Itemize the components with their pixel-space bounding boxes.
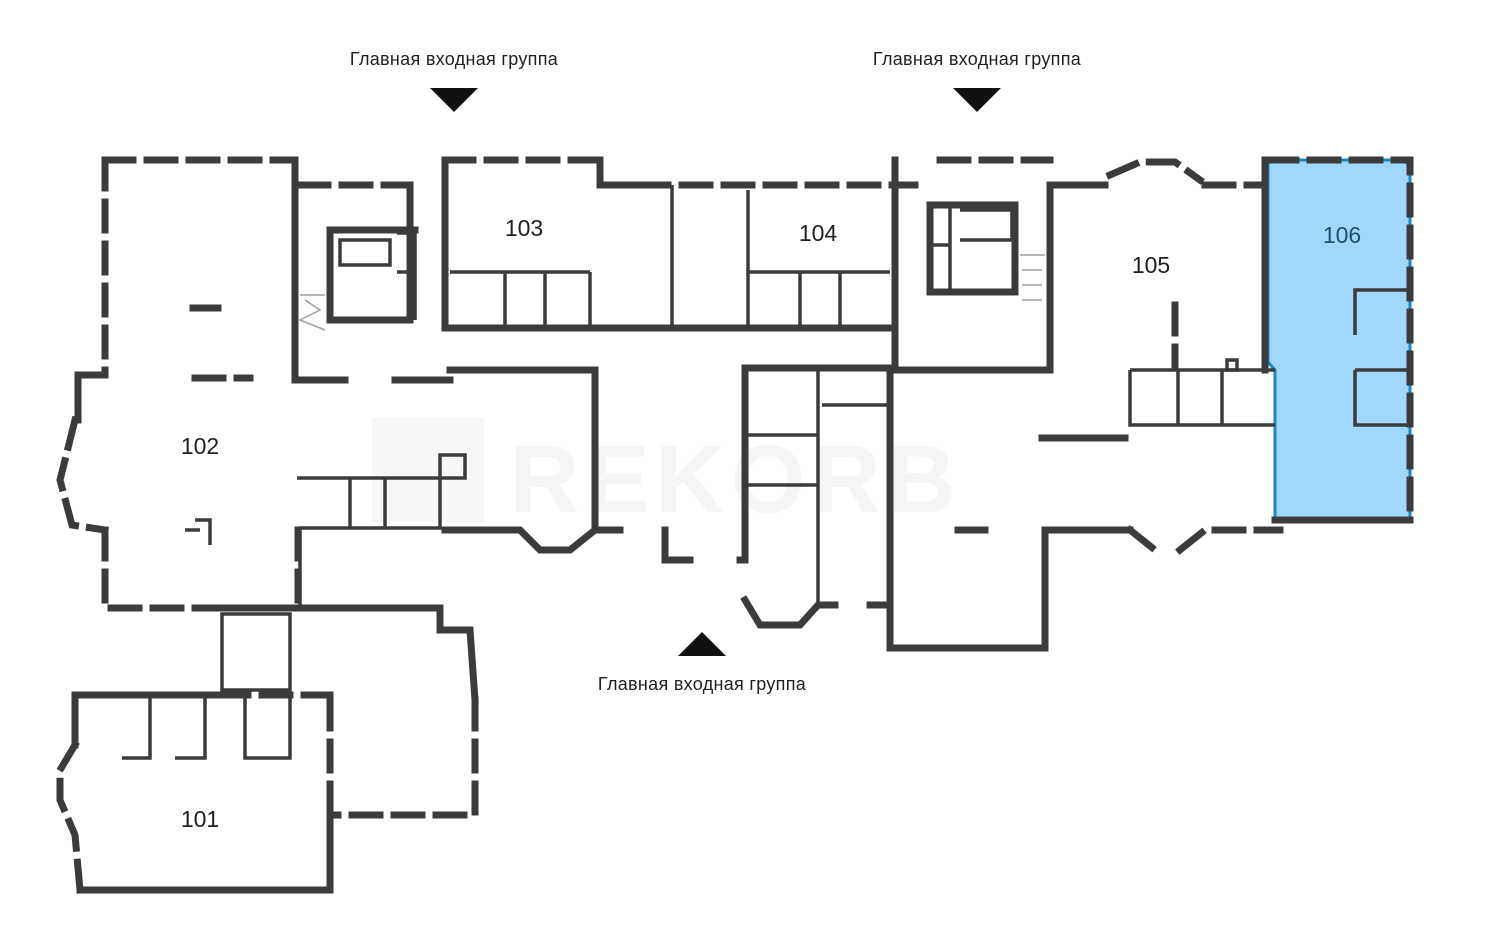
room-labels: 101 102 103 104 105 106 (181, 215, 1361, 832)
entrance-label-north-east: Главная входная группа (873, 49, 1082, 69)
entrance-label-south: Главная входная группа (598, 674, 807, 694)
entrance-markers: Главная входная группа Главная входная г… (350, 49, 1082, 694)
room-105-label[interactable]: 105 (1132, 252, 1170, 278)
room-106-area[interactable] (1266, 158, 1412, 522)
room-104-label[interactable]: 104 (799, 220, 838, 246)
watermark: REKORB (372, 418, 962, 533)
room-106-label[interactable]: 106 (1323, 222, 1361, 248)
entrance-arrow-up-icon (678, 632, 726, 656)
room-102-label[interactable]: 102 (181, 433, 219, 459)
entrance-arrow-down-icon (953, 88, 1001, 112)
entrance-arrow-down-icon (430, 88, 478, 112)
west-wing-walls (56, 156, 599, 894)
south-walls (441, 156, 1414, 652)
room-103-label[interactable]: 103 (505, 215, 543, 241)
watermark-text: REKORB (510, 426, 962, 533)
entrance-label-north-west: Главная входная группа (350, 49, 559, 69)
room-101-label[interactable]: 101 (181, 806, 219, 832)
central-walls (296, 156, 1109, 374)
